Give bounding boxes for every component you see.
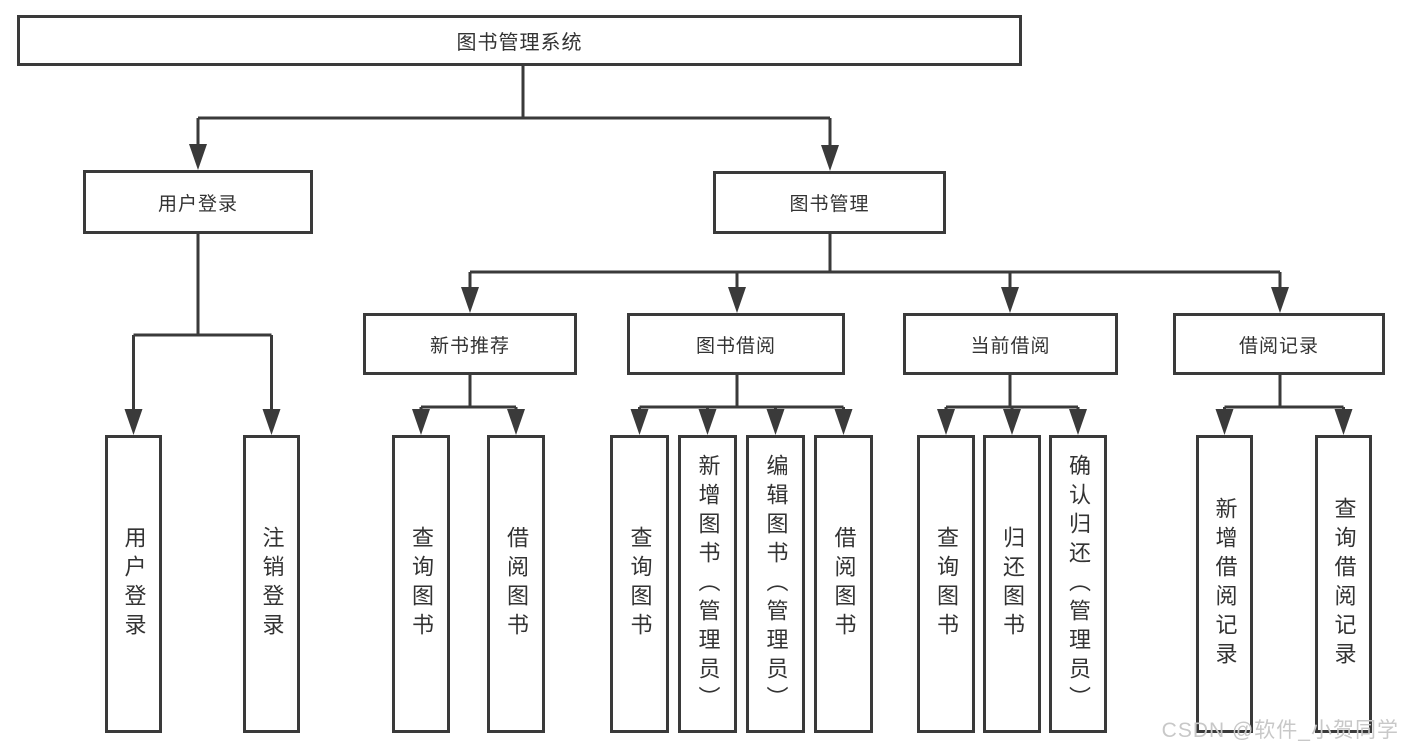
leaf-edit-books-admin: 编辑图书（管理员） <box>746 435 805 733</box>
leaf-logout-label: 注销登录 <box>259 526 285 642</box>
arrowhead <box>698 409 717 435</box>
arrowhead <box>412 409 430 435</box>
connector-new-book-to-leaves <box>419 375 518 412</box>
connector-borrow-to-leaves <box>638 375 845 412</box>
arrowhead <box>507 409 525 435</box>
arrowhead <box>189 144 207 170</box>
arrowhead <box>766 409 785 435</box>
arrowhead <box>728 287 746 313</box>
connector-user-login-to-leaves <box>132 234 273 412</box>
csdn-watermark: CSDN @软件_小贺同学 <box>1161 719 1399 742</box>
node-current-borrow-label: 当前借阅 <box>970 335 1051 357</box>
connector-root-to-level1 <box>196 66 832 149</box>
arrowhead <box>1215 409 1234 435</box>
node-borrow-records-label: 借阅记录 <box>1238 335 1319 357</box>
leaf-query-borrow-record: 查询借阅记录 <box>1315 435 1372 733</box>
leaf-return-books-label: 归还图书 <box>1000 526 1025 642</box>
leaf-user-login: 用户登录 <box>105 435 162 733</box>
leaf-edit-books-admin-label: 编辑图书（管理员） <box>763 453 789 715</box>
leaf-query-books-3-label: 查询图书 <box>934 526 959 642</box>
arrowhead <box>1001 287 1019 313</box>
leaf-add-books-admin-label: 新增图书（管理员） <box>695 453 721 715</box>
leaf-add-borrow-record: 新增借阅记录 <box>1196 435 1253 733</box>
leaf-borrow-books-2: 借阅图书 <box>814 435 873 733</box>
node-user-login: 用户登录 <box>83 170 313 234</box>
leaf-query-books-1: 查询图书 <box>392 435 450 733</box>
node-book-borrow: 图书借阅 <box>627 313 845 375</box>
leaf-query-books-3: 查询图书 <box>917 435 975 733</box>
connector-book-mgmt-to-level2 <box>468 234 1282 291</box>
arrowhead <box>461 287 479 313</box>
node-new-book-recommend: 新书推荐 <box>363 313 577 375</box>
node-book-management-label: 图书管理 <box>789 194 870 215</box>
leaf-confirm-return-admin-label: 确认归还（管理员） <box>1066 453 1091 715</box>
node-root-system: 图书管理系统 <box>17 15 1022 66</box>
leaf-logout: 注销登录 <box>243 435 300 733</box>
arrowhead <box>937 409 955 435</box>
node-root-label: 图书管理系统 <box>456 32 583 54</box>
leaf-query-books-2: 查询图书 <box>610 435 669 733</box>
leaf-query-borrow-record-label: 查询借阅记录 <box>1331 497 1357 671</box>
arrowhead <box>262 409 281 435</box>
node-current-borrow: 当前借阅 <box>903 313 1118 375</box>
leaf-add-books-admin: 新增图书（管理员） <box>678 435 737 733</box>
arrowhead <box>630 409 649 435</box>
node-book-borrow-label: 图书借阅 <box>695 335 776 357</box>
node-new-book-label: 新书推荐 <box>429 335 510 357</box>
leaf-return-books: 归还图书 <box>983 435 1041 733</box>
node-user-login-label: 用户登录 <box>157 193 238 215</box>
arrowhead <box>1334 409 1353 435</box>
connector-current-to-leaves <box>944 375 1080 412</box>
leaf-add-borrow-record-label: 新增借阅记录 <box>1212 497 1238 671</box>
arrowhead <box>124 409 143 435</box>
leaf-borrow-books-1-label: 借阅图书 <box>504 526 529 642</box>
arrowhead <box>834 409 853 435</box>
arrowhead <box>821 145 839 171</box>
arrowhead <box>1271 287 1289 313</box>
node-book-management: 图书管理 <box>713 171 946 234</box>
leaf-user-login-label: 用户登录 <box>121 526 147 642</box>
leaf-borrow-books-1: 借阅图书 <box>487 435 545 733</box>
leaf-query-books-2-label: 查询图书 <box>627 526 653 642</box>
leaf-borrow-books-2-label: 借阅图书 <box>831 526 857 642</box>
connector-records-to-leaves <box>1223 375 1345 412</box>
arrowhead <box>1069 409 1087 435</box>
leaf-confirm-return-admin: 确认归还（管理员） <box>1049 435 1107 733</box>
node-borrow-records: 借阅记录 <box>1173 313 1385 375</box>
leaf-query-books-1-label: 查询图书 <box>409 526 434 642</box>
arrowhead <box>1003 409 1021 435</box>
